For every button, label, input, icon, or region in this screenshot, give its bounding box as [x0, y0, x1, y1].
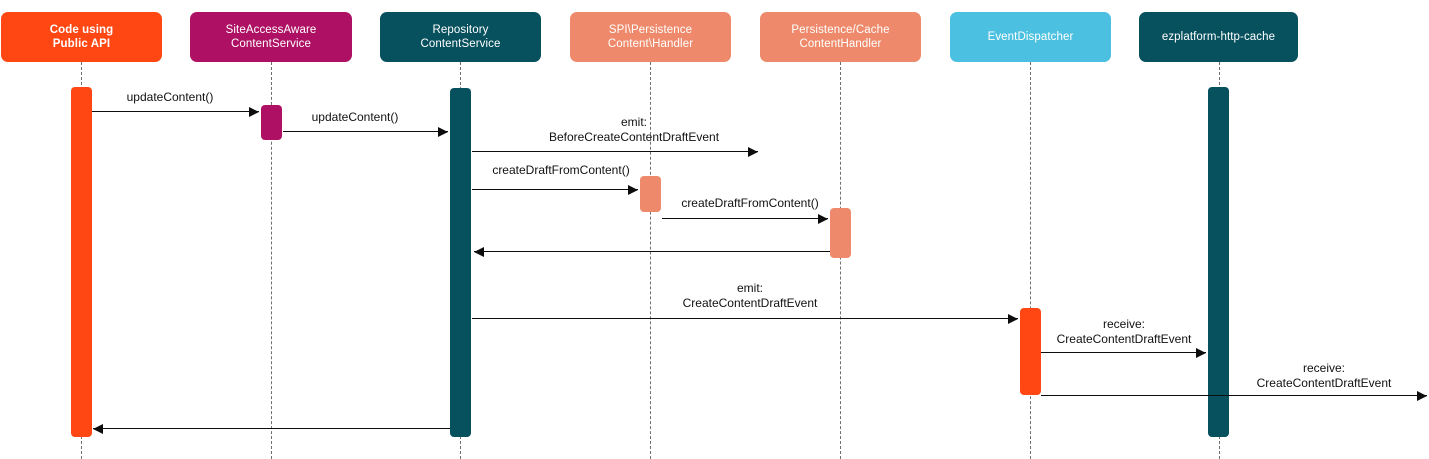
message-arrowhead-1 [249, 106, 259, 117]
act-public-api [71, 87, 92, 437]
message-arrowhead-5 [818, 213, 828, 224]
message-arrowhead-8 [1196, 347, 1206, 358]
act-repository [450, 88, 471, 437]
message-label-3: emit: BeforeCreateContentDraftEvent [548, 115, 720, 144]
participant-label: SPI\Persistence Content\Handler [607, 24, 694, 50]
message-label-9: receive: CreateContentDraftEvent [1256, 361, 1392, 390]
participant-dispatcher[interactable]: EventDispatcher [950, 12, 1111, 62]
message-label-7: emit: CreateContentDraftEvent [682, 281, 818, 310]
lifeline-spi-handler [650, 62, 651, 459]
message-line-1 [92, 111, 259, 112]
participant-label: Code using Public API [49, 24, 114, 50]
act-spi-handler [640, 176, 661, 212]
act-dispatcher [1020, 308, 1041, 395]
participant-label: SiteAccessAware ContentService [225, 24, 317, 50]
message-arrowhead-7 [1008, 313, 1018, 324]
message-arrowhead-6 [474, 246, 484, 257]
message-label-2: updateContent() [311, 110, 399, 124]
message-label-8: receive: CreateContentDraftEvent [1056, 317, 1192, 346]
message-label-5: createDraftFromContent() [681, 196, 819, 210]
lifeline-cache-handler [840, 62, 841, 459]
message-label-4: createDraftFromContent() [492, 163, 630, 177]
participant-label: Persistence/Cache ContentHandler [791, 24, 890, 50]
participant-http-cache[interactable]: ezplatform-http-cache [1139, 12, 1298, 62]
participant-label: EventDispatcher [987, 31, 1074, 43]
message-line-5 [662, 218, 828, 219]
message-line-8 [1041, 352, 1206, 353]
message-label-1: updateContent() [126, 90, 214, 104]
act-siteaccess [261, 105, 282, 140]
message-line-7 [472, 318, 1018, 319]
act-http-cache [1208, 87, 1229, 437]
message-arrowhead-2 [438, 126, 448, 137]
message-arrowhead-4 [628, 184, 638, 195]
lifeline-dispatcher [1030, 62, 1031, 459]
lifeline-siteaccess [271, 62, 272, 459]
participant-label: ezplatform-http-cache [1161, 31, 1276, 43]
message-line-6 [474, 251, 830, 252]
participant-label: Repository ContentService [420, 24, 501, 50]
participant-public-api[interactable]: Code using Public API [1, 12, 162, 62]
message-line-2 [283, 131, 448, 132]
participant-repository[interactable]: Repository ContentService [380, 12, 541, 62]
message-arrowhead-9 [1417, 390, 1427, 401]
message-line-4 [472, 189, 638, 190]
act-cache-handler [830, 208, 851, 258]
message-arrowhead-10 [93, 423, 103, 434]
participant-siteaccess[interactable]: SiteAccessAware ContentService [190, 12, 352, 62]
message-line-10 [93, 428, 450, 429]
participant-cache-handler[interactable]: Persistence/Cache ContentHandler [760, 12, 921, 62]
participant-spi-handler[interactable]: SPI\Persistence Content\Handler [570, 12, 731, 62]
message-line-9 [1041, 395, 1427, 396]
message-line-3 [472, 151, 758, 152]
message-arrowhead-3 [748, 146, 758, 157]
